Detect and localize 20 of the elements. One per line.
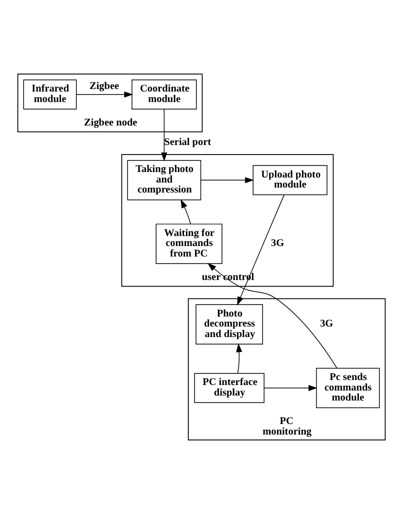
- node-box: Waiting for commands from PC: [155, 224, 222, 264]
- edge-label: Serial port: [164, 137, 211, 148]
- node-box: Pc sends commands module: [316, 368, 380, 408]
- arrow: [236, 194, 284, 306]
- arrow: [236, 343, 242, 374]
- edge-label: 3G: [320, 318, 333, 330]
- node-box: Taking photo and compression: [126, 160, 201, 200]
- node-box: Photo decompress and display: [195, 304, 262, 344]
- arrow: [200, 177, 254, 184]
- node-box: Upload photo module: [252, 165, 327, 196]
- node-box: Coordinate module: [131, 80, 196, 110]
- edge-label: 3G: [270, 238, 284, 249]
- node-box: PC interface display: [194, 373, 264, 404]
- arrow: [180, 199, 190, 224]
- node-box: Infrared module: [22, 80, 76, 110]
- arrow: [160, 108, 167, 162]
- edge-label: Zigbee: [89, 80, 119, 92]
- arrow: [76, 91, 133, 98]
- arrow: [263, 384, 317, 392]
- arrow: [207, 262, 337, 369]
